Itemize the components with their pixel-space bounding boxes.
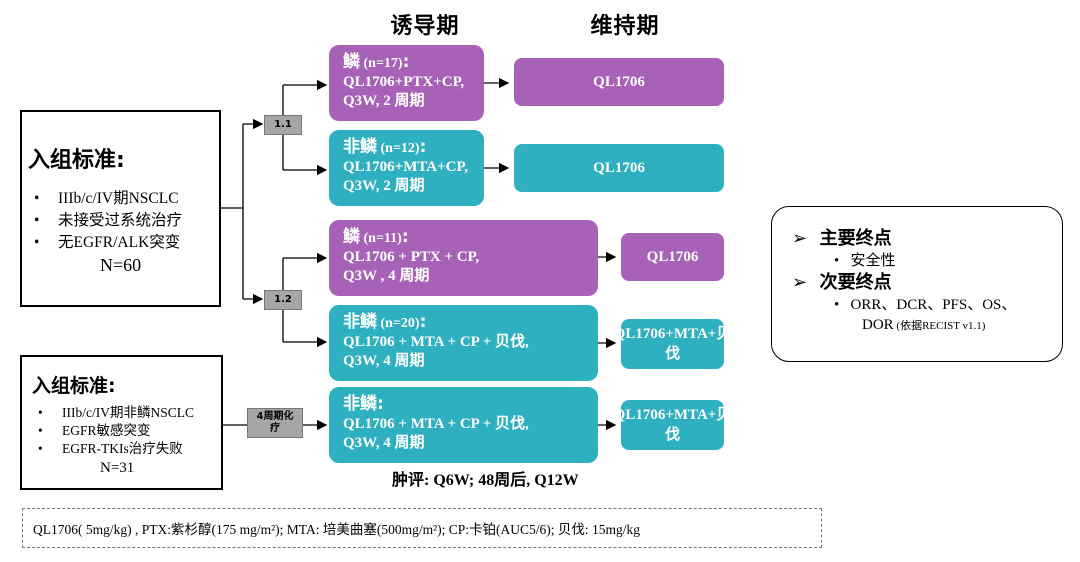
arm-colon: : xyxy=(419,312,427,332)
primary-endpoint-item: 安全性 xyxy=(850,253,896,269)
secondary-endpoint-items: ORR、DCR、PFS、OS、 xyxy=(850,297,1017,313)
arm-schedule: Q3W, 4 周期 xyxy=(343,353,425,369)
tumor-evaluation-schedule: 肿评: Q6W; 48周后, Q12W xyxy=(392,472,579,489)
criteria-item: EGFR敏感突变 xyxy=(32,422,221,440)
arm-regimen: QL1706+MTA+CP, xyxy=(343,159,469,175)
arm-type: 非鳞: xyxy=(343,394,384,414)
arm-n: (n=20) xyxy=(377,316,420,331)
arm-box-2: 非鳞 (n=12): QL1706+MTA+CP, Q3W, 2 周期 xyxy=(329,130,484,206)
maintenance-box-2: QL1706 xyxy=(514,144,724,192)
arm-colon: : xyxy=(419,137,427,157)
header-maintenance: 维持期 xyxy=(590,14,660,39)
arm-schedule: Q3W, 2 周期 xyxy=(343,178,425,194)
criteria-title: 入组标准: xyxy=(32,375,116,397)
arm-type: 鳞 xyxy=(343,227,360,247)
criteria-item: IIIb/c/IV期非鳞NSCLC xyxy=(32,404,221,422)
arm-box-3: 鳞 (n=11): QL1706 + PTX + CP, Q3W , 4 周期 xyxy=(329,220,598,296)
arm-box-5: 非鳞: QL1706 + MTA + CP + 贝伐, Q3W, 4 周期 xyxy=(329,387,598,463)
endpoints-box: ➢ 主要终点 • 安全性 ➢ 次要终点 • ORR、DCR、PFS、OS、 DO… xyxy=(771,206,1063,362)
arm-type: 非鳞 xyxy=(343,137,377,157)
arm-box-1: 鳞 (n=17): QL1706+PTX+CP, Q3W, 2 周期 xyxy=(329,45,484,121)
criteria-list: IIIb/c/IV期NSCLC 未接受过系统治疗 无EGFR/ALK突变 xyxy=(28,188,219,254)
arrow-bullet-icon: ➢ xyxy=(792,272,808,293)
arm-type: 鳞 xyxy=(343,52,360,72)
arm-regimen: QL1706 + MTA + CP + 贝伐, xyxy=(343,416,529,432)
arrow-bullet-icon: ➢ xyxy=(792,228,808,249)
arm-box-4: 非鳞 (n=20): QL1706 + MTA + CP + 贝伐, Q3W, … xyxy=(329,305,598,381)
inclusion-criteria-box-1: 入组标准: IIIb/c/IV期NSCLC 未接受过系统治疗 无EGFR/ALK… xyxy=(20,110,221,307)
criteria-item: 未接受过系统治疗 xyxy=(28,210,219,232)
maintenance-box-4: QL1706+MTA+贝伐 xyxy=(614,319,731,369)
arm-colon: : xyxy=(402,52,410,72)
sample-size: N=60 xyxy=(100,255,142,275)
dosage-footnote: QL1706( 5mg/kg) , PTX:紫杉醇(175 mg/m²); MT… xyxy=(22,508,822,548)
arm-type: 非鳞 xyxy=(343,312,377,332)
arm-colon: : xyxy=(401,227,409,247)
secondary-endpoint-title: 次要终点 xyxy=(819,272,892,293)
criteria-list: IIIb/c/IV期非鳞NSCLC EGFR敏感突变 EGFR-TKIs治疗失败 xyxy=(32,404,221,458)
arm-regimen: QL1706 + MTA + CP + 贝伐, xyxy=(343,334,529,350)
arm-schedule: Q3W, 4 周期 xyxy=(343,435,425,451)
secondary-endpoint-dor: DOR xyxy=(862,317,894,333)
criteria-item: IIIb/c/IV期NSCLC xyxy=(28,188,219,210)
cohort-tag-1-2: 1.2 xyxy=(264,290,302,310)
arm-schedule: Q3W, 2 周期 xyxy=(343,93,425,109)
sample-size: N=31 xyxy=(100,460,135,476)
arm-n: (n=12) xyxy=(377,141,420,156)
arm-schedule: Q3W , 4 周期 xyxy=(343,268,430,284)
arm-n: (n=17) xyxy=(360,56,403,71)
cohort-tag-4-cycles: 4周期化疗 xyxy=(247,408,303,438)
maintenance-box-5: QL1706+MTA+贝伐 xyxy=(614,400,731,450)
recist-note: (依据RECIST v1.1) xyxy=(893,320,986,332)
criteria-item: 无EGFR/ALK突变 xyxy=(28,232,219,254)
criteria-item: EGFR-TKIs治疗失败 xyxy=(32,440,221,458)
maintenance-box-3: QL1706 xyxy=(621,233,724,281)
arm-n: (n=11) xyxy=(360,231,402,246)
arm-regimen: QL1706 + PTX + CP, xyxy=(343,249,480,265)
criteria-title: 入组标准: xyxy=(28,148,125,173)
primary-endpoint-title: 主要终点 xyxy=(819,228,892,249)
inclusion-criteria-box-2: 入组标准: IIIb/c/IV期非鳞NSCLC EGFR敏感突变 EGFR-TK… xyxy=(20,355,223,490)
header-induction: 诱导期 xyxy=(390,14,460,39)
arm-regimen: QL1706+PTX+CP, xyxy=(343,74,465,90)
cohort-tag-1-1: 1.1 xyxy=(264,115,302,135)
maintenance-box-1: QL1706 xyxy=(514,58,724,106)
